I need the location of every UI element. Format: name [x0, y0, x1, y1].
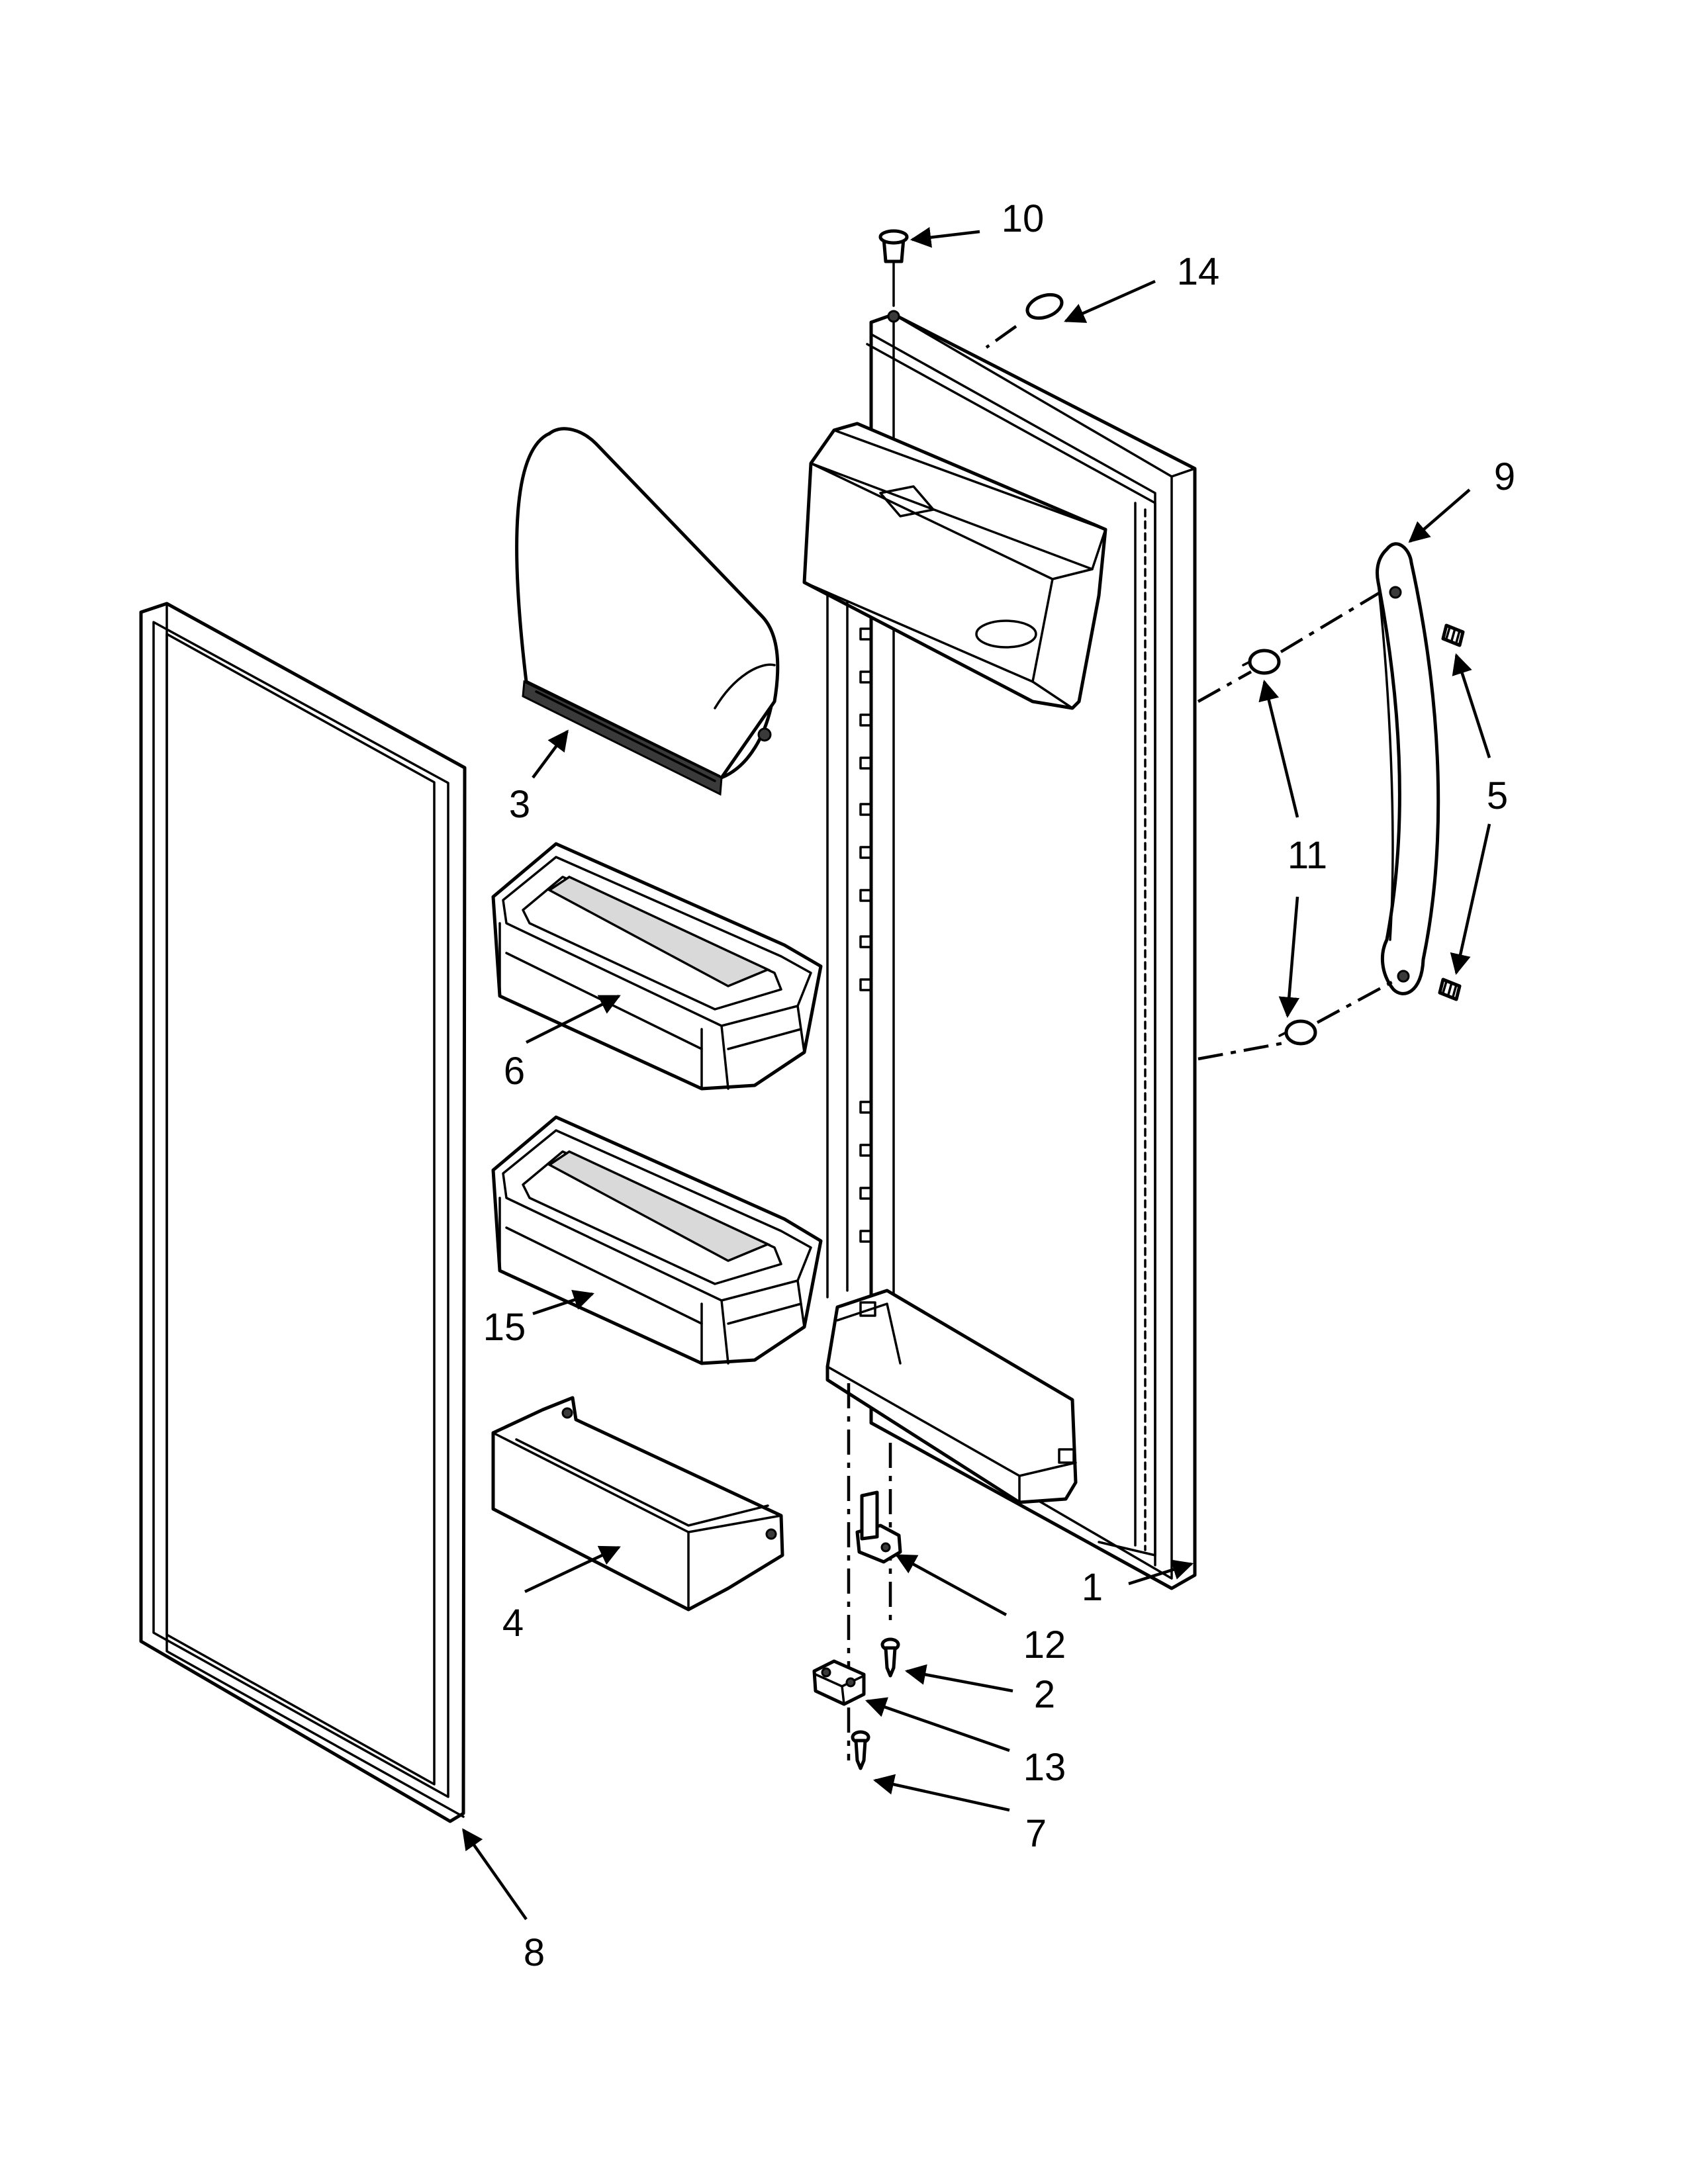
- mounting-stud-upper: [1242, 649, 1281, 675]
- dairy-door: [515, 427, 780, 796]
- callout-1: 1: [1082, 1566, 1103, 1609]
- callout-11: 11: [1288, 834, 1327, 877]
- hinge-bracket-upper: [855, 1490, 902, 1564]
- callout-15: 15: [483, 1306, 526, 1349]
- door-gasket: [139, 602, 467, 1823]
- o-ring: [1025, 293, 1064, 320]
- door-bin-upper: [491, 842, 823, 1091]
- leader-lines: [462, 227, 1491, 1921]
- callout-14: 14: [1177, 250, 1220, 293]
- hinge-screw-lower: [851, 1730, 870, 1770]
- callout-4: 4: [502, 1602, 524, 1645]
- set-screw-upper: [1441, 623, 1465, 647]
- door-handle: [1376, 542, 1440, 995]
- callout-13: 13: [1023, 1746, 1066, 1789]
- hinge-screw-upper: [880, 1637, 900, 1678]
- callout-2: 2: [1034, 1673, 1055, 1716]
- callout-7: 7: [1025, 1812, 1047, 1855]
- callout-labels: 1 2 3 4 5 6 7 8 9 10 11 12 13 14 15: [483, 197, 1515, 1974]
- door-bin-lower: [491, 1115, 823, 1365]
- hinge-bracket-lower: [812, 1659, 866, 1706]
- alignment-line-lower: [1197, 978, 1398, 1061]
- alignment-line-upper: [1197, 591, 1382, 703]
- mounting-stud-lower: [1278, 1019, 1317, 1046]
- set-screw-lower: [1438, 978, 1462, 1001]
- callout-8: 8: [524, 1931, 545, 1974]
- callout-6: 6: [504, 1050, 525, 1093]
- callout-3: 3: [509, 783, 530, 826]
- door-rail: [491, 1396, 784, 1612]
- door-cap-plug: [878, 229, 909, 323]
- callout-5: 5: [1487, 774, 1508, 817]
- door-liner-assembly: [802, 312, 1197, 1590]
- callout-9: 9: [1494, 455, 1515, 498]
- callout-10: 10: [1002, 197, 1045, 240]
- shelf-cleats: [859, 627, 872, 1243]
- callout-12: 12: [1023, 1623, 1066, 1666]
- alignment-line-14: [985, 325, 1017, 349]
